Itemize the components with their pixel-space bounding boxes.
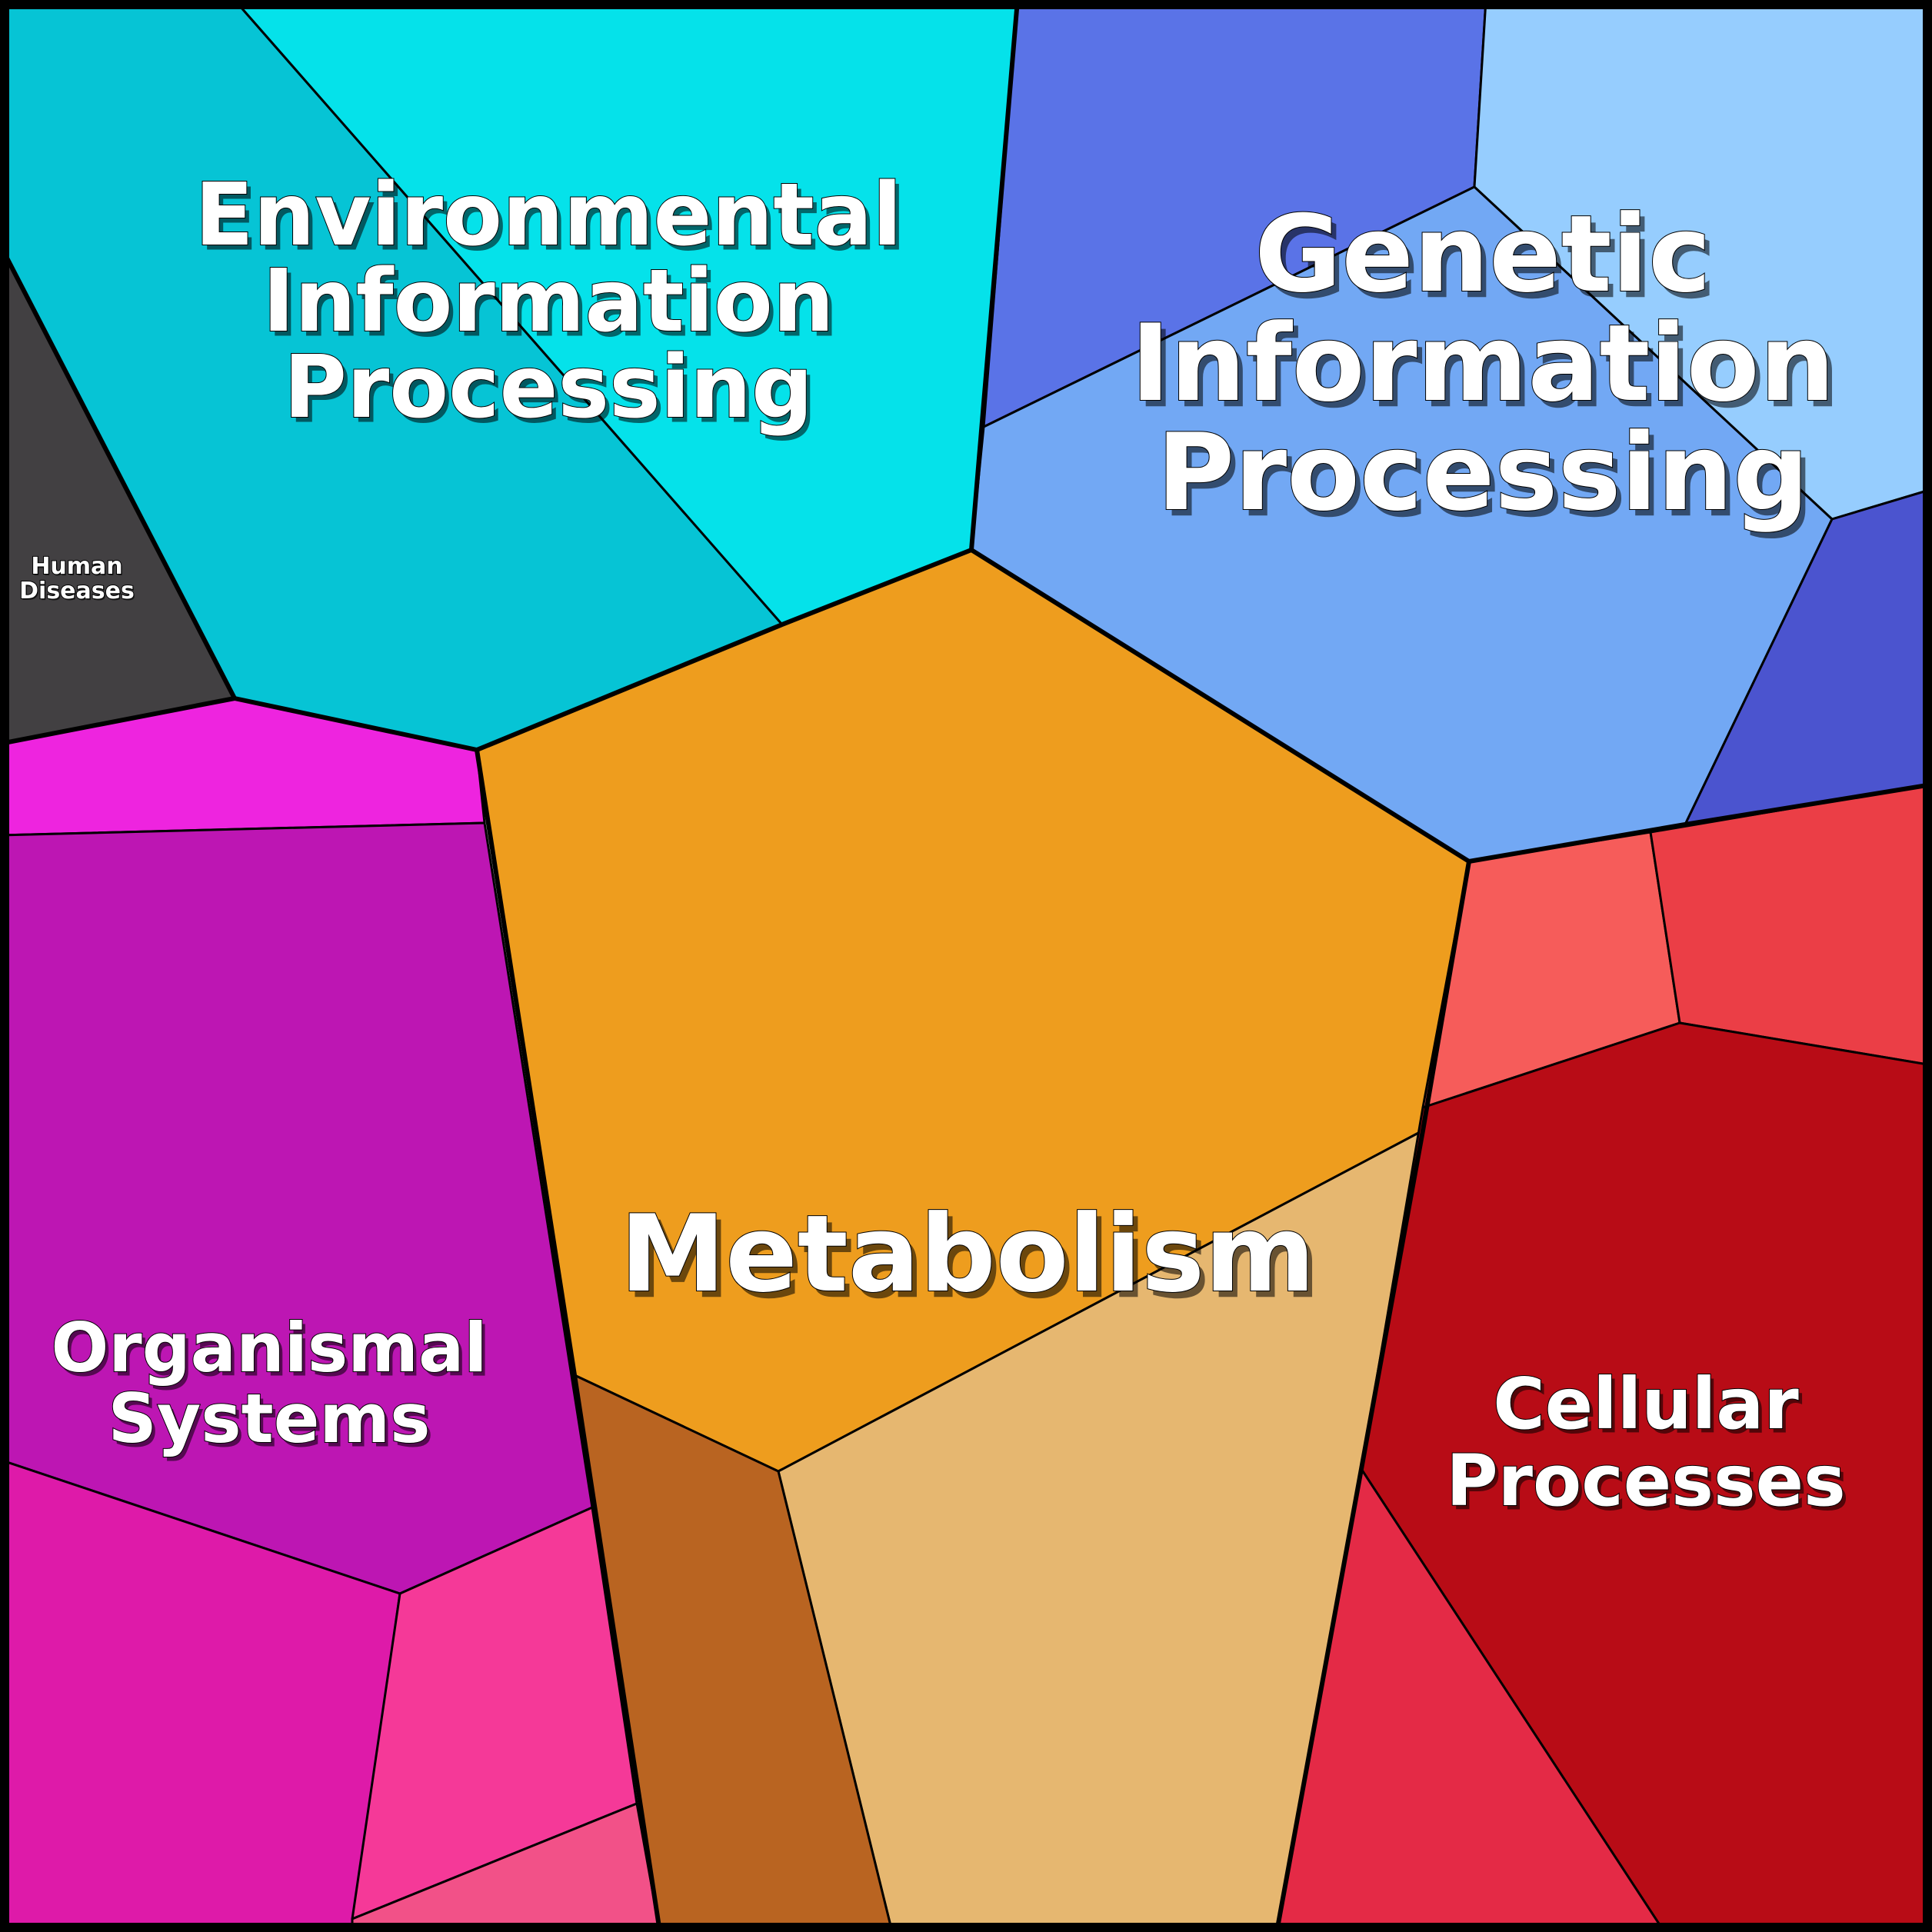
environmental-label-line-3: Processing <box>284 338 813 438</box>
organismal-cell-2 <box>0 821 594 1595</box>
category-border-5 <box>1274 861 1471 1932</box>
category-border-4 <box>475 749 662 1932</box>
environmental-label-line-1: Environmental <box>195 165 901 265</box>
cellular-label-line-2: Processes <box>1446 1440 1846 1522</box>
environmental-label-shadow-1: Environmental <box>199 171 906 271</box>
cellular-label-shadow-1: Cellular <box>1497 1367 1803 1450</box>
genetic-label-line-1: Genetic <box>1254 192 1711 316</box>
organismal-label-shadow-1: Organismal <box>55 1312 491 1391</box>
cellular-cell-2 <box>1649 783 1932 1067</box>
cellular-label-shadow-2: Processes <box>1450 1444 1850 1527</box>
category-border-1 <box>0 243 237 700</box>
labels-layer: EnvironmentalEnvironmentalInformationInf… <box>18 165 1850 1527</box>
human-diseases-label-shadow-2: Diseases <box>21 579 136 606</box>
human-diseases-label-shadow-1: Human <box>32 555 124 581</box>
genetic-label-shadow-2: Information <box>1136 308 1840 431</box>
organismal-label-line-2: Systems <box>108 1379 431 1458</box>
metabolism-label-shadow-1: Metabolism <box>625 1198 1321 1322</box>
organismal-label-line-1: Organismal <box>51 1308 487 1387</box>
organismal-cell-3 <box>0 1458 401 1932</box>
metabolism-label-line-1: Metabolism <box>620 1192 1315 1316</box>
genetic-cell-4 <box>1684 488 1932 826</box>
human-diseases-label-line-1: Human <box>31 553 122 580</box>
environmental-label-line-2: Information <box>262 251 834 351</box>
genetic-label-line-3: Processing <box>1157 411 1809 535</box>
genetic-label-shadow-1: Genetic <box>1260 198 1717 322</box>
environmental-label-shadow-3: Processing <box>288 343 817 443</box>
organismal-label-shadow-2: Systems <box>112 1383 434 1462</box>
human-diseases-label-line-2: Diseases <box>19 578 135 605</box>
genetic-label-shadow-3: Processing <box>1162 417 1814 541</box>
genetic-label-line-2: Information <box>1131 301 1835 425</box>
environmental-label-shadow-2: Information <box>267 257 838 357</box>
cellular-label-line-1: Cellular <box>1493 1363 1799 1445</box>
